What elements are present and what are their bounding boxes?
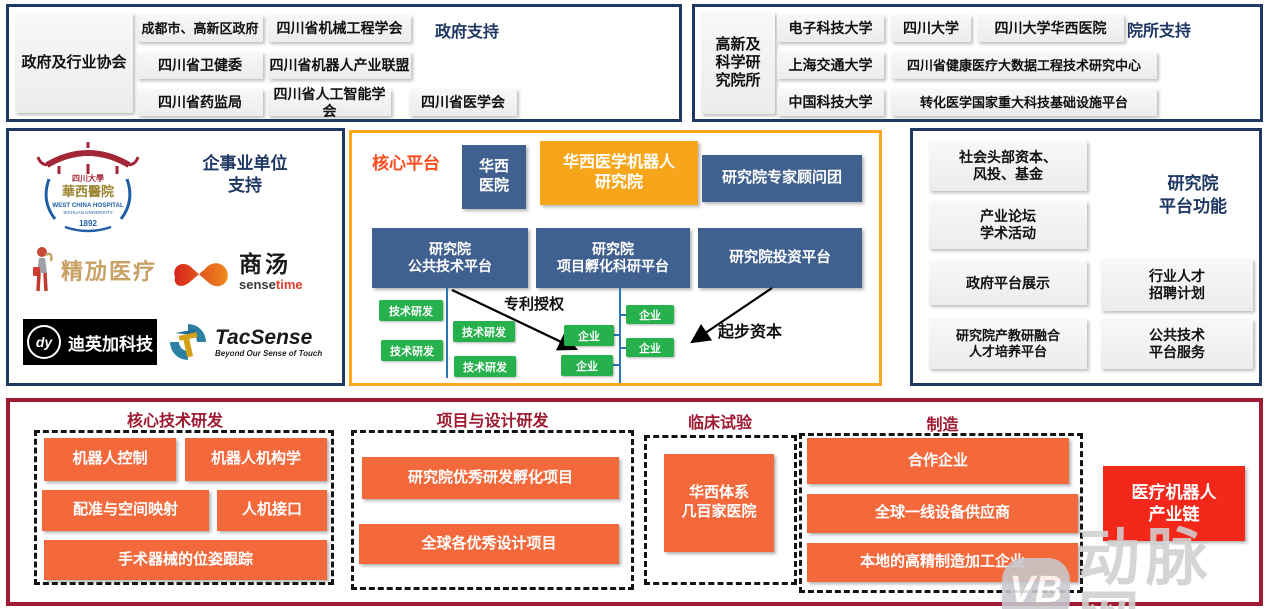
seal-univ-text: 四川大學 bbox=[72, 173, 104, 183]
sensetime-en1: sense bbox=[239, 277, 276, 292]
industry-chain-result-box: 医疗机器人 产业链 bbox=[1103, 466, 1245, 541]
sensetime-swoosh-icon bbox=[174, 263, 228, 287]
gov-item: 四川省卫健委 bbox=[137, 52, 263, 79]
inst-item: 中国科技大学 bbox=[777, 89, 884, 116]
investment-platform-box: 研究院投资平台 bbox=[698, 228, 862, 288]
government-support-tag: 政府支持 bbox=[435, 24, 500, 41]
company-box: 企业 bbox=[561, 355, 613, 376]
government-support-panel: 政府及行业协会 成都市、高新区政府 四川省机械工程学会 政府支持 四川省卫健委 … bbox=[6, 4, 682, 122]
vbdata-watermark: VB 动脉网 bbox=[1002, 528, 1269, 609]
core-tech-item: 机器人机构学 bbox=[185, 438, 327, 481]
institute-side-label: 高新及 科学研 究院所 bbox=[701, 12, 775, 114]
huaxi-robot-institute-box: 华西医学机器人 研究院 bbox=[540, 141, 698, 205]
tech-rd-box: 技术研发 bbox=[454, 356, 516, 377]
institute-support-tag: 院所支持 bbox=[1127, 23, 1192, 40]
company-box: 企业 bbox=[626, 305, 674, 324]
tech-rd-box: 技术研发 bbox=[381, 340, 443, 361]
sensetime-logo: 商汤 sensetime bbox=[169, 251, 303, 293]
inst-item: 上海交通大学 bbox=[777, 52, 884, 79]
incubation-platform-box: 研究院 项目孵化科研平台 bbox=[536, 228, 690, 288]
patent-license-label: 专利授权 bbox=[504, 296, 565, 313]
core-tech-item: 机器人控制 bbox=[44, 438, 176, 481]
sensetime-en2: time bbox=[275, 277, 303, 292]
inst-item: 四川大学华西医院 bbox=[977, 15, 1124, 42]
watermark-text: 动脉网 bbox=[1077, 524, 1214, 609]
gov-item: 四川省机器人产业联盟 bbox=[268, 52, 411, 79]
jingli-mascot-icon bbox=[33, 247, 53, 292]
gov-item: 四川省人工智能学会 bbox=[268, 86, 391, 119]
diyingjia-monogram-icon: dy bbox=[27, 325, 61, 359]
tacsense-name: TacSense bbox=[215, 325, 313, 349]
seal-cn-text: 華西醫院 bbox=[62, 184, 114, 199]
seal-year-text: 1892 bbox=[79, 219, 97, 228]
jingli-name: 精劢医疗 bbox=[61, 259, 158, 284]
huaxi-hospital-box: 华西 医院 bbox=[462, 145, 526, 209]
clinical-dashed-box bbox=[644, 435, 797, 585]
tacsense-emblem-icon bbox=[170, 324, 206, 360]
core-platform-panel: 核心平台 华西 医院 华西医学机器人 研究院 研究院专家顾问团 研究院 公共技术… bbox=[349, 130, 882, 386]
public-tech-platform-box: 研究院 公共技术平台 bbox=[372, 228, 528, 288]
vb-logo-icon: VB bbox=[1002, 558, 1070, 609]
section-title-clinical: 临床试验 bbox=[687, 415, 752, 432]
section-title-manufacturing: 制造 bbox=[926, 417, 959, 434]
platform-functions-panel: 研究院 平台功能 社会头部资本、 风投、基金 产业论坛 学术活动 政府平台展示 … bbox=[910, 128, 1262, 386]
tacsense-slogan: Beyond Our Sense of Touch bbox=[215, 348, 323, 358]
gov-item: 四川省药监局 bbox=[137, 89, 263, 116]
section-title-project-design: 项目与设计研发 bbox=[436, 413, 549, 430]
institute-support-panel: 高新及 科学研 究院所 电子科技大学 四川大学 四川大学华西医院 院所支持 上海… bbox=[692, 4, 1263, 122]
platform-functions-title: 研究院 平台功能 bbox=[1159, 174, 1227, 216]
core-tech-item: 手术器械的位姿跟踪 bbox=[44, 540, 327, 580]
function-item: 政府平台展示 bbox=[929, 261, 1087, 305]
clinical-item: 华西体系 几百家医院 bbox=[664, 454, 774, 552]
gov-item: 四川省机械工程学会 bbox=[268, 15, 411, 42]
advisor-group-box: 研究院专家顾问团 bbox=[702, 155, 862, 202]
diyingjia-logo: dy 迪英加科技 bbox=[23, 319, 157, 365]
west-china-hospital-logo: 四川大學 華西醫院 WEST CHINA HOSPITAL SICHUAN UN… bbox=[35, 139, 141, 237]
inst-item: 四川省健康医疗大数据工程技术研究中心 bbox=[891, 52, 1157, 79]
tech-rd-box: 技术研发 bbox=[379, 300, 443, 321]
company-box: 企业 bbox=[626, 338, 674, 357]
project-design-dashed-box bbox=[351, 430, 634, 590]
function-item: 社会头部资本、 风投、基金 bbox=[929, 141, 1087, 191]
enterprise-support-panel: 企事业单位 支持 四川大學 華西醫院 WEST CHINA HOSPITAL S… bbox=[6, 128, 345, 386]
diyingjia-name: 迪英加科技 bbox=[68, 334, 153, 354]
company-box: 企业 bbox=[564, 325, 614, 346]
function-item: 公共技术 平台服务 bbox=[1101, 319, 1253, 369]
function-item: 产业论坛 学术活动 bbox=[929, 201, 1087, 249]
core-tech-item: 人机接口 bbox=[217, 490, 327, 531]
function-item: 行业人才 招聘计划 bbox=[1101, 259, 1253, 311]
gov-item: 四川省医学会 bbox=[409, 89, 517, 116]
government-side-label: 政府及行业协会 bbox=[15, 13, 133, 113]
inst-item: 四川大学 bbox=[891, 15, 971, 42]
tech-rd-box: 技术研发 bbox=[453, 321, 515, 342]
west-china-hospital-seal-icon: 四川大學 華西醫院 WEST CHINA HOSPITAL SICHUAN UN… bbox=[36, 142, 140, 233]
sensetime-zh: 商汤 bbox=[239, 251, 291, 277]
startup-capital-label: 起步资本 bbox=[718, 324, 783, 341]
manufacturing-item: 全球一线设备供应商 bbox=[807, 494, 1078, 533]
project-item: 全球各优秀设计项目 bbox=[359, 524, 619, 564]
core-tech-dashed-box bbox=[34, 430, 334, 585]
tacsense-logo: TacSense Beyond Our Sense of Touch bbox=[167, 321, 322, 363]
seal-sub-text: SICHUAN UNIVERSITY bbox=[63, 210, 113, 215]
core-platform-label: 核心平台 bbox=[372, 154, 440, 173]
manufacturing-item: 合作企业 bbox=[807, 438, 1069, 484]
project-item: 研究院优秀研发孵化项目 bbox=[362, 457, 619, 499]
jingli-medical-logo: 精劢医疗 bbox=[29, 245, 157, 295]
inst-item: 电子科技大学 bbox=[777, 15, 884, 42]
manufacturing-dashed-box bbox=[799, 433, 1083, 593]
inst-item: 转化医学国家重大科技基础设施平台 bbox=[891, 89, 1157, 116]
enterprise-panel-title: 企事业单位 支持 bbox=[202, 154, 288, 196]
core-tech-item: 配准与空间映射 bbox=[42, 490, 209, 531]
section-title-core-tech: 核心技术研发 bbox=[126, 413, 223, 430]
gov-item: 成都市、高新区政府 bbox=[137, 15, 263, 42]
seal-en-text: WEST CHINA HOSPITAL bbox=[52, 202, 124, 209]
function-item: 研究院产教研融合 人才培养平台 bbox=[929, 319, 1087, 369]
